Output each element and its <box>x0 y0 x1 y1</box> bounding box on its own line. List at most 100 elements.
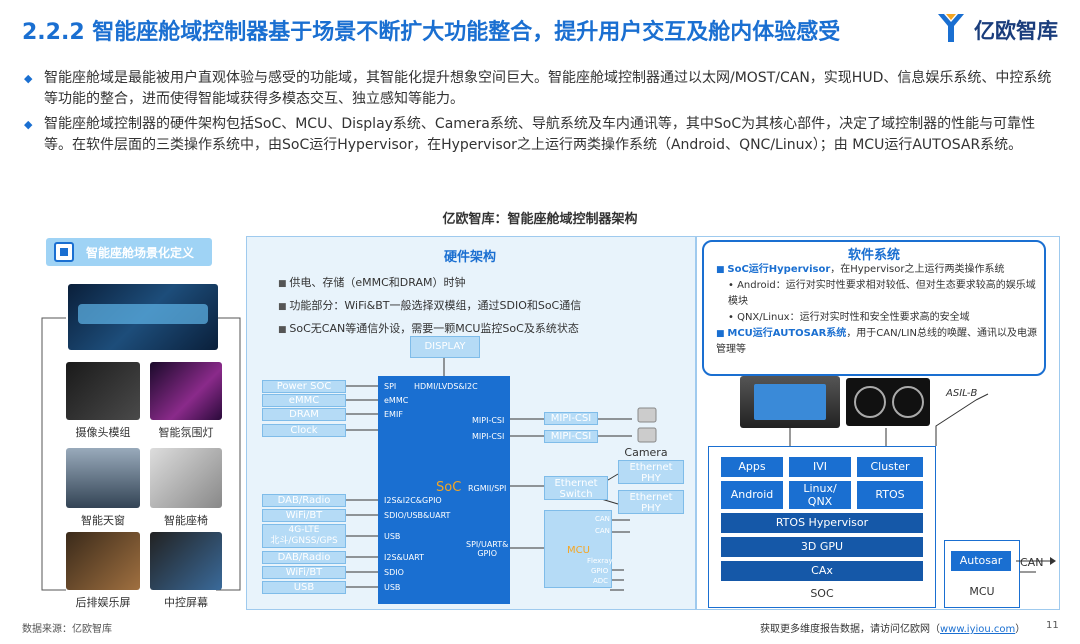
mipi-csi-block: MIPI-CSI <box>544 430 598 443</box>
ethernet-phy-block: Ethernet PHY <box>618 460 684 484</box>
scene-label: 后排娱乐屏 <box>75 596 131 609</box>
can-arrow <box>1016 557 1056 565</box>
scene-label: 中控屏幕 <box>164 596 208 609</box>
hardware-note: SoC无CAN等通信外设，需要一颗MCU监控SoC及系统状态 <box>278 318 581 341</box>
stack-cax: CAx <box>721 561 923 581</box>
stack-cluster: Cluster <box>857 457 923 477</box>
scene-label: 智能氛围灯 <box>158 426 214 439</box>
source-note: 数据来源：亿欧智库 <box>22 624 112 635</box>
logo-icon <box>938 14 964 42</box>
mcu-pin: CAN <box>595 527 610 535</box>
clock-block: Clock <box>262 424 346 437</box>
asil-text: ASIL-B <box>946 388 978 399</box>
stack-apps: Apps <box>721 457 783 477</box>
scene-label: 智能天窗 <box>81 514 125 527</box>
logo-text: 亿欧智库 <box>974 19 1058 43</box>
software-line: • QNX/Linux：运行对实时性和安全性要求高的安全域 <box>728 312 970 323</box>
stack-android: Android <box>721 481 783 509</box>
page-number: 11 <box>1046 620 1059 631</box>
ethernet-phy-block: Ethernet PHY <box>618 490 684 514</box>
soc-pin: I2S&I2C&GPIO <box>384 496 442 505</box>
soc-pin: USB <box>384 583 401 592</box>
mipi-csi-block: MIPI-CSI <box>544 412 598 425</box>
soc-pin: SPI <box>384 382 397 391</box>
diagram-title: 亿欧智库：智能座舱域控制器架构 <box>442 212 638 227</box>
infotainment-screen-image <box>740 376 840 428</box>
footer-suffix: ） <box>1015 624 1026 635</box>
hardware-connectors <box>346 358 632 591</box>
footer-more: 获取更多维度报告数据，请访问亿欧网（www.iyiou.com） <box>760 620 1025 635</box>
dram-block: DRAM <box>262 408 346 421</box>
hardware-notes: 供电、存储（eMMC和DRAM）时钟 功能部分：WiFi&BT一般选择双模组，通… <box>278 272 581 341</box>
lte-gnss-block: 4G-LTE 北斗/GNSS/GPS <box>262 524 346 548</box>
footer-prefix: 获取更多维度报告数据，请访问亿欧网（ <box>760 624 940 635</box>
bullet-item: 智能座舱域是最能被用户直观体验与感受的功能域，其智能化提升想象空间巨大。智能座舱… <box>22 68 1062 110</box>
soc-pin: MIPI-CSI <box>472 432 505 441</box>
soc-pin: RGMII/SPI <box>468 484 507 493</box>
soc-pin: MIPI-CSI <box>472 416 505 425</box>
camera-module-image <box>66 362 140 420</box>
power-soc-block: Power SOC <box>262 380 346 393</box>
scene-label: 智能座椅 <box>164 514 208 527</box>
rear-screen-image <box>66 532 140 590</box>
mcu-pin: Flexray <box>587 557 613 565</box>
sw-bold: 运行Hypervisor <box>748 264 831 275</box>
stack-soc-label: SOC <box>810 587 834 600</box>
logo: 亿欧智库 <box>932 8 1062 48</box>
sw-prefix: SoC <box>727 264 749 275</box>
usb-block: USB <box>262 581 346 594</box>
emmc-block: eMMC <box>262 394 346 407</box>
dab-radio-block: DAB/Radio <box>262 494 346 507</box>
software-line: ■ SoC运行Hypervisor，在Hypervisor之上运行两类操作系统 <box>716 264 1005 275</box>
cockpit-image <box>68 284 218 350</box>
sw-rest: ，在Hypervisor之上运行两类操作系统 <box>830 264 1005 275</box>
stack-ivi: IVI <box>789 457 851 477</box>
mcu-label: MCU <box>567 545 590 556</box>
stack-hypervisor: RTOS Hypervisor <box>721 513 923 533</box>
soc-pin: eMMC <box>384 396 409 405</box>
software-line: • Android：运行对实时性要求相对较低、但对生态要求较高的娱乐域模块 <box>728 280 1036 307</box>
soc-pin: SDIO/USB&UART <box>384 511 451 520</box>
sw-dot: QNX/Linux：运行对实时性和安全性要求高的安全域 <box>737 312 970 323</box>
hardware-note: 功能部分：WiFi&BT一般选择双模组，通过SDIO和SoC通信 <box>278 295 581 318</box>
soc-block: SPI HDMI/LVDS&I2C eMMC EMIF MIPI-CSI MIP… <box>378 376 510 604</box>
hardware-title: 硬件架构 <box>443 250 496 265</box>
software-text-box <box>702 240 1046 376</box>
sw-dot: Android：运行对实时性要求相对较低、但对生态要求较高的娱乐域模块 <box>728 280 1036 307</box>
center-screen-image <box>150 532 222 590</box>
soc-pin: SPI/UART& GPIO <box>466 540 509 558</box>
scene-header: 智能座舱场景化定义 <box>46 238 212 266</box>
bullet-item: 智能座舱域控制器的硬件架构包括SoC、MCU、Display系统、Camera系… <box>22 114 1062 156</box>
footer-link[interactable]: www.iyiou.com <box>940 624 1016 635</box>
hardware-note: 供电、存储（eMMC和DRAM）时钟 <box>278 272 581 295</box>
mcu-pin: GPIO <box>591 567 609 575</box>
page-title: 2.2.2 智能座舱域控制器基于场景不断扩大功能整合，提升用户交互及舱内体验感受 <box>22 20 841 45</box>
stack-rtos: RTOS <box>857 481 923 509</box>
sunroof-image <box>66 448 140 508</box>
stack-linux-qnx: Linux/ QNX <box>789 481 851 509</box>
soc-pin-top: HDMI/LVDS&I2C <box>414 382 478 391</box>
wifi-bt-block: WiFi/BT <box>262 509 346 522</box>
can-label: CAN <box>1020 556 1044 569</box>
software-line: ■ MCU运行AUTOSAR系统，用于CAN/LIN总线的唤醒、通讯以及电源管理… <box>716 328 1037 355</box>
stack-autosar: Autosar <box>951 551 1011 571</box>
bullet-list: 智能座舱域是最能被用户直观体验与感受的功能域，其智能化提升想象空间巨大。智能座舱… <box>22 68 1062 160</box>
mcu-pin: CAN <box>595 515 610 523</box>
scene-header-label: 智能座舱场景化定义 <box>86 246 195 260</box>
stack-mcu-label: MCU <box>969 585 995 598</box>
camera-label: Camera <box>624 446 668 459</box>
stack-connectors <box>789 393 1036 573</box>
soc-label: SoC <box>436 480 462 495</box>
dab-radio-block-2: DAB/Radio <box>262 551 346 564</box>
chip-icon <box>54 242 74 262</box>
smart-seat-image <box>150 448 222 508</box>
cluster-image <box>846 378 930 426</box>
ethernet-switch-block: Ethernet Switch <box>544 476 608 500</box>
mcu-block: MCU CAN CAN Flexray GPIO ADC <box>544 510 613 588</box>
stack-gpu: 3D GPU <box>721 537 923 557</box>
ambient-light-image <box>150 362 222 420</box>
camera-icon <box>637 407 657 443</box>
scene-label: 摄像头模组 <box>75 426 131 439</box>
soc-pin: SDIO <box>384 568 404 577</box>
display-block: DISPLAY <box>410 336 480 358</box>
